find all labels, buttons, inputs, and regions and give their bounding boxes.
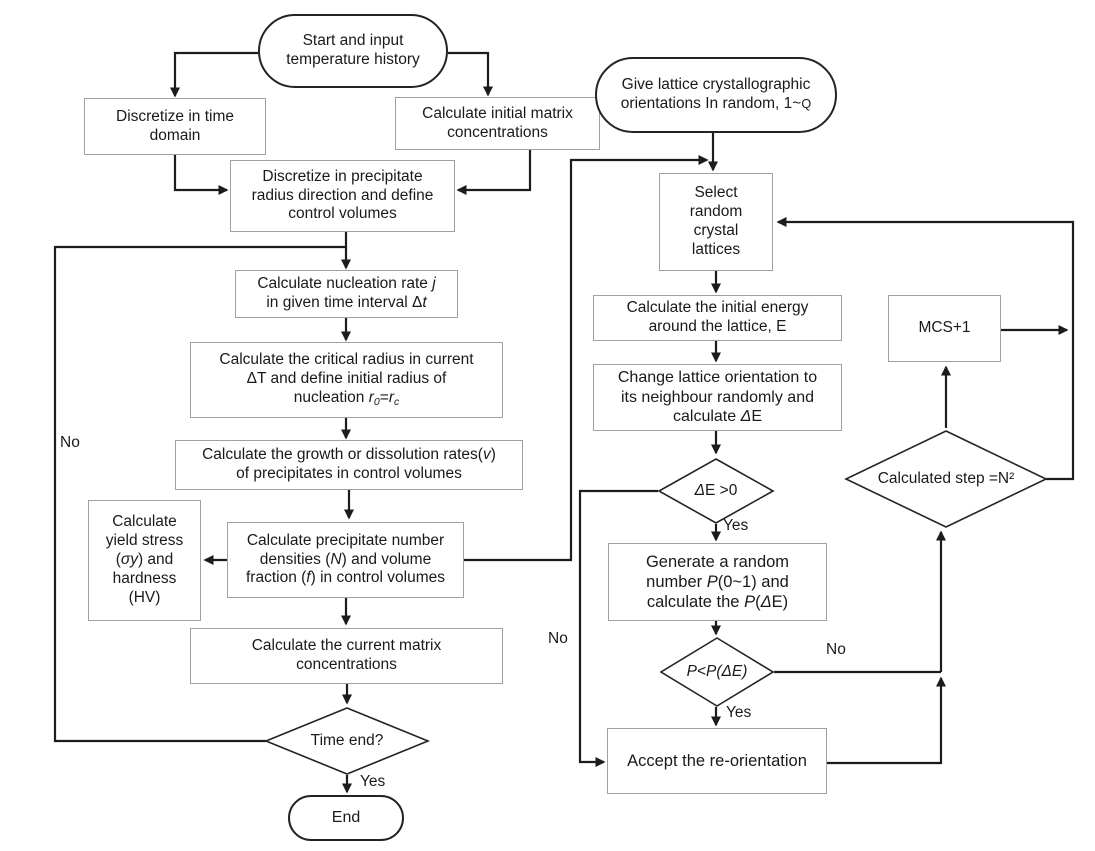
- decision-delta-e: ΔE >0: [656, 456, 776, 526]
- diamond-shape: [659, 637, 775, 707]
- decision-p-probability-label: P<P(ΔE): [686, 662, 748, 680]
- edge-discretize-time-to-precip: [173, 155, 229, 195]
- edge-calc-step-to-select-loop: [776, 217, 1075, 481]
- edge-label-p-yes: Yes: [726, 704, 752, 721]
- diamond-shape: [657, 458, 775, 524]
- process-critical-radius-label: Calculate the critical radius in current…: [219, 351, 474, 409]
- process-mcs-increment: MCS+1: [888, 295, 1001, 362]
- process-growth-rates: Calculate the growth or dissolution rate…: [175, 440, 523, 490]
- decision-calculated-step-label: Calculated step =N²: [877, 469, 1015, 487]
- process-growth-rates-label: Calculate the growth or dissolution rate…: [202, 446, 496, 482]
- process-accept-reorientation-label: Accept the re-orientation: [627, 751, 807, 770]
- decision-delta-e-label: ΔE >0: [694, 481, 738, 499]
- terminal-end-label: End: [331, 809, 361, 827]
- edge-label-p-no: No: [826, 641, 846, 658]
- edge-initial-matrix-to-precip: [456, 150, 532, 195]
- edge-time-end-no-loop: [53, 245, 345, 743]
- edge-label-time-end-yes: Yes: [360, 773, 386, 790]
- edge-accept-to-junction: [827, 676, 946, 765]
- terminal-end: End: [288, 795, 404, 841]
- edge-label-delta-e-yes: Yes: [723, 517, 749, 534]
- process-mcs-increment-label: MCS+1: [918, 319, 971, 337]
- edge-density-to-select-loop: [464, 155, 709, 562]
- edge-start-to-discretize-time: [170, 51, 258, 98]
- edge-start-to-initial-matrix: [448, 51, 493, 97]
- edge-label-time-end-no: No: [60, 434, 80, 451]
- edge-label-delta-e-no: No: [548, 630, 568, 647]
- edge-de-no-to-accept: [578, 489, 658, 767]
- process-critical-radius: Calculate the critical radius in current…: [190, 342, 503, 418]
- diamond-shape: [263, 707, 431, 775]
- decision-time-end: Time end?: [263, 705, 431, 777]
- decision-time-end-label: Time end?: [310, 731, 384, 749]
- decision-p-probability: P<P(ΔE): [658, 635, 776, 709]
- decision-calculated-step: Calculated step =N²: [843, 428, 1049, 530]
- process-accept-reorientation: Accept the re-orientation: [607, 728, 827, 794]
- diamond-shape: [844, 430, 1048, 528]
